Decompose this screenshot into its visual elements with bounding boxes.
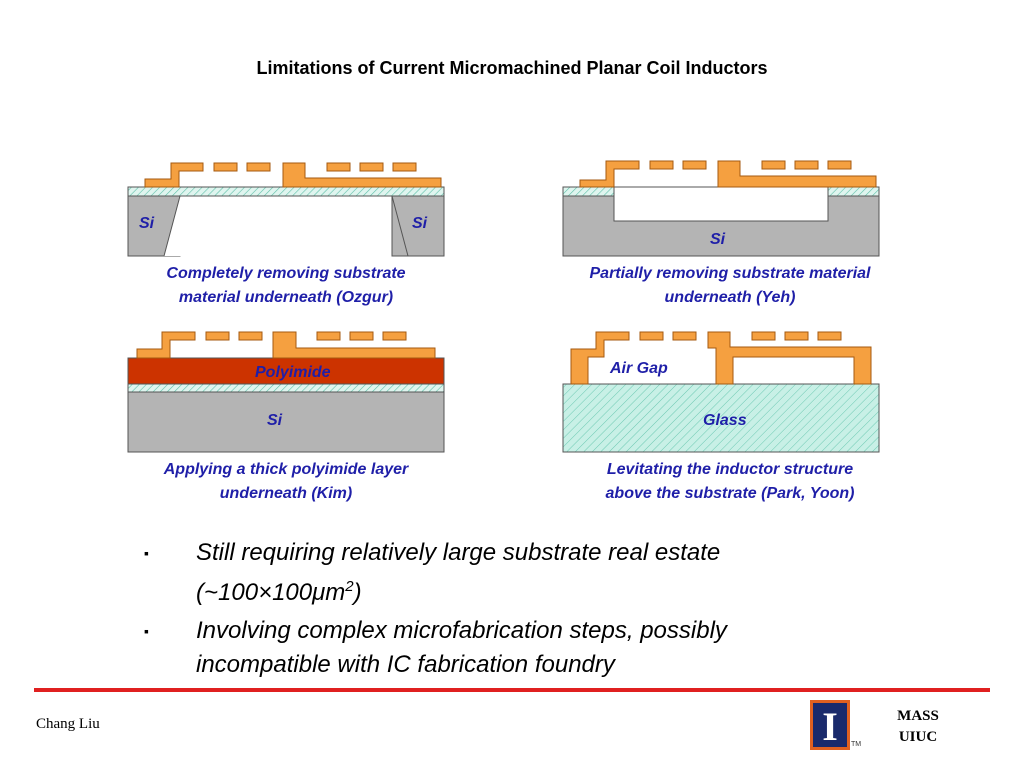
page-title: Limitations of Current Micromachined Pla… <box>256 58 768 78</box>
diagram-park-yoon: Air Gap Glass <box>562 331 880 453</box>
air-gap-label: Air Gap <box>609 360 668 377</box>
caption-line: underneath (Yeh) <box>664 289 796 306</box>
bullet-text-continued: incompatible with IC fabrication foundry <box>196 651 615 678</box>
bullet-text: Involving complex microfabrication steps… <box>196 617 727 644</box>
caption-line: Completely removing substrate <box>166 265 406 282</box>
logo-letter: I <box>822 704 838 749</box>
caption-line: Levitating the inductor structure <box>606 461 854 478</box>
diagram-yeh: Si <box>562 160 880 257</box>
bullet-text-continued: (~100×100μm2) <box>196 578 362 606</box>
diagram-kim: Polyimide Si <box>127 331 445 453</box>
substrate <box>127 391 445 453</box>
caption-line: underneath (Kim) <box>219 485 353 502</box>
caption-line: Partially removing substrate material <box>589 265 871 282</box>
glass-substrate <box>562 383 880 453</box>
coil-metal <box>570 331 872 385</box>
si-label: Si <box>710 231 726 248</box>
caption-kim: Applying a thick polyimide layer underne… <box>116 458 456 506</box>
si-label-left: Si <box>139 215 155 232</box>
caption-line: above the substrate (Park, Yoon) <box>605 485 855 502</box>
caption-ozgur: Completely removing substrate material u… <box>116 262 456 310</box>
author-name: Chang Liu <box>36 716 100 732</box>
org-line: MASS <box>897 708 939 724</box>
university-logo-icon: I <box>810 700 850 750</box>
org-line: UIUC <box>898 729 938 745</box>
membrane-layer <box>127 186 445 197</box>
si-label: Si <box>267 412 283 429</box>
bullet-marker: ▪ <box>144 545 149 561</box>
diagram-ozgur: Si Si <box>127 162 445 257</box>
coil-metal <box>579 160 877 188</box>
footer-divider <box>34 688 990 692</box>
bullet-marker: ▪ <box>144 623 149 639</box>
caption-line: material underneath (Ozgur) <box>178 289 394 306</box>
membrane-right <box>827 186 880 197</box>
caption-yeh: Partially removing substrate material un… <box>540 262 920 310</box>
coil-metal <box>136 331 436 359</box>
caption-park-yoon: Levitating the inductor structure above … <box>540 458 920 506</box>
caption-line: Applying a thick polyimide layer <box>163 461 409 478</box>
etched-cavity <box>164 196 404 256</box>
insulator-layer <box>127 383 445 393</box>
coil-metal <box>144 162 442 188</box>
glass-label: Glass <box>703 412 747 429</box>
bullet-item: ▪ Involving complex microfabrication ste… <box>140 614 860 682</box>
membrane-left <box>562 186 615 197</box>
bullet-item: ▪ Still requiring relatively large subst… <box>140 536 860 610</box>
si-label-right: Si <box>412 215 428 232</box>
polyimide-layer <box>127 357 445 385</box>
bullet-text: Still requiring relatively large substra… <box>196 539 721 566</box>
organization: MASS UIUC <box>888 706 948 748</box>
bullet-list: ▪ Still requiring relatively large subst… <box>140 536 860 686</box>
partial-cavity <box>613 186 829 222</box>
trademark-mark: TM <box>851 741 862 748</box>
polyimide-label: Polyimide <box>255 364 331 381</box>
